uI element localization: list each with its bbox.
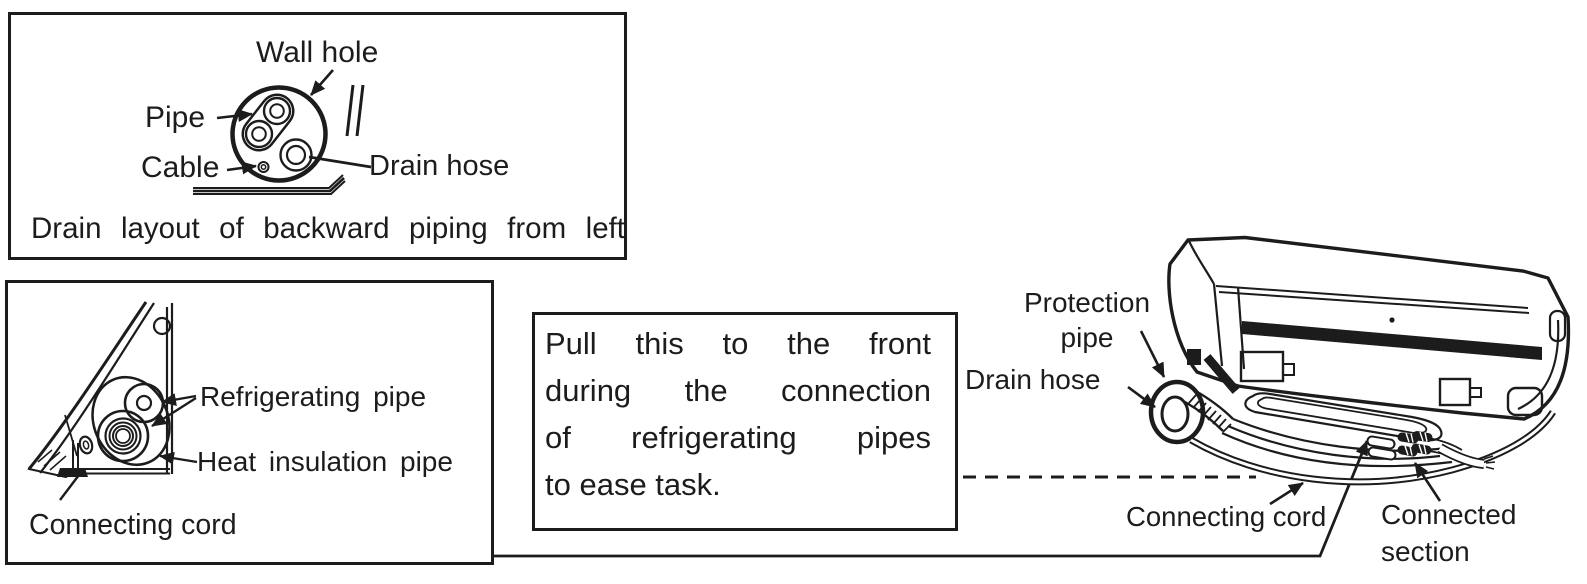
note-box [532,312,958,531]
wall-hole-label: Wall hole [256,36,379,69]
cable-label: Cable [141,151,220,184]
wall-hole-arrow [310,69,334,96]
note-line-3: of refrigerating pipes [545,420,931,455]
connecting-cord-arrow [1269,481,1304,506]
refrigerating-pipe-arrow-1 [161,393,197,406]
drain-layout-box [8,12,627,260]
note-line-2: during the connection [545,373,931,408]
pipe-label: Pipe [145,101,206,134]
connected-section-label: Connected section [1381,499,1517,567]
drain-hose-leader [308,155,372,169]
connecting-cord-label-left: Connecting cord [29,509,237,541]
heat-insulation-pipe-label: Heat insulation pipe [197,446,453,477]
drain-hose-label-right: Drain hose [965,364,1101,395]
protection-pipe-label: Protection pipe [1023,287,1151,353]
pipe-arrow [216,109,253,123]
drain-hose-arrow [1127,385,1156,409]
refrigerating-pipe-arrow-2 [151,396,197,428]
wire-splices [1397,431,1433,457]
connected-section-arrow [1413,462,1442,502]
note-line-1: Pull this to the front [545,326,931,361]
indoor-unit-drawing [1127,235,1571,506]
drain-hose-label-top: Drain hose [369,150,510,182]
wall-hole-diagram [193,69,372,195]
cross-section-box [5,280,494,565]
note-text: Pull this to the front during the connec… [545,320,931,508]
heat-insulation-arrow [159,451,198,465]
cable-arrow [226,161,257,175]
note-line-4: to ease task. [545,467,721,502]
connecting-cord-label-right: Connecting cord [1126,501,1327,532]
drain-layout-caption: Drain layout of backward piping from lef… [31,212,625,245]
refrigerating-pipe-label: Refrigerating pipe [200,381,427,412]
cross-section-diagram [27,301,198,501]
connecting-cord-leader [59,470,83,501]
protection-pipe-arrow [1139,330,1166,378]
